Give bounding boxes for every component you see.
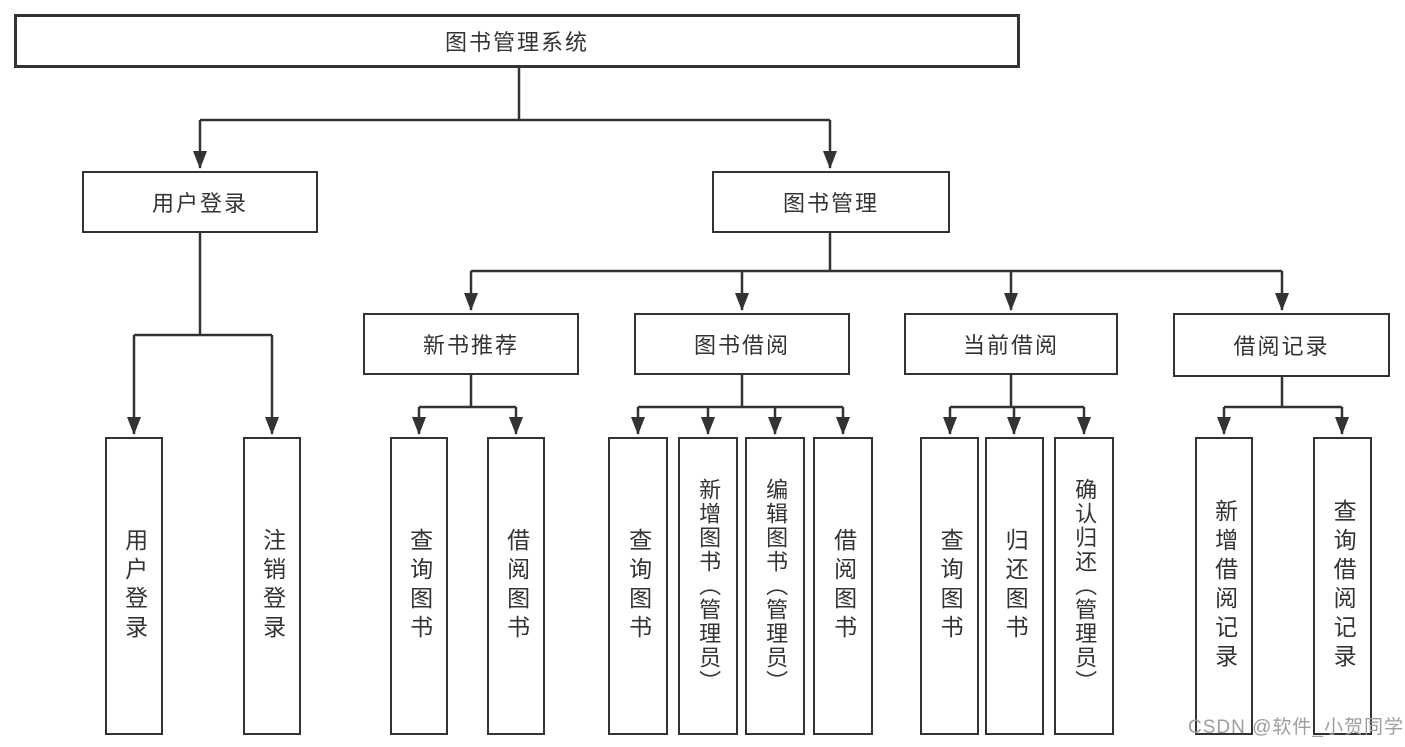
leaf-add-borrow-record: 新增借阅记录 [1195, 437, 1253, 735]
leaf-label: 新增图书（管理员） [696, 478, 722, 694]
node-borrow-records: 借阅记录 [1173, 313, 1390, 377]
leaf-borrow-books-borrowing: 借阅图书 [813, 437, 873, 735]
node-new-book-recommendation: 新书推荐 [363, 313, 579, 375]
leaf-query-borrow-record: 查询借阅记录 [1313, 437, 1372, 735]
leaf-borrow-books-recommend: 借阅图书 [487, 437, 545, 735]
leaf-label: 确认归还（管理员） [1072, 478, 1098, 694]
leaf-label: 归还图书 [1002, 528, 1029, 644]
node-label: 借阅记录 [1233, 334, 1330, 359]
node-label: 用户登录 [151, 191, 248, 216]
node-user-login: 用户登录 [82, 171, 318, 233]
node-label: 图书管理 [782, 191, 879, 216]
leaf-add-book-admin: 新增图书（管理员） [678, 437, 738, 735]
node-label: 图书借阅 [693, 333, 790, 358]
node-label: 图书管理系统 [444, 30, 589, 55]
node-label: 新书推荐 [422, 333, 519, 358]
leaf-label: 编辑图书（管理员） [763, 478, 789, 694]
leaf-label: 查询图书 [406, 528, 433, 644]
leaf-confirm-return-admin: 确认归还（管理员） [1054, 437, 1114, 735]
node-label: 当前借阅 [962, 333, 1059, 358]
leaf-user-login: 用户登录 [105, 437, 163, 735]
leaf-label: 查询图书 [625, 528, 652, 644]
leaf-logout: 注销登录 [243, 437, 301, 735]
node-library-management-system: 图书管理系统 [14, 14, 1020, 68]
leaf-label: 查询图书 [937, 528, 964, 644]
leaf-edit-book-admin: 编辑图书（管理员） [745, 437, 805, 735]
leaf-label: 查询借阅记录 [1330, 499, 1357, 673]
csdn-watermark: CSDN @软件_小贺同学 [1188, 717, 1404, 738]
leaf-label: 用户登录 [121, 528, 148, 644]
leaf-return-book: 归还图书 [985, 437, 1044, 735]
leaf-label: 借阅图书 [830, 528, 857, 644]
leaf-query-books-current: 查询图书 [920, 437, 979, 735]
node-book-borrowing: 图书借阅 [634, 313, 850, 375]
node-book-management: 图书管理 [712, 171, 950, 233]
node-current-borrowing: 当前借阅 [904, 313, 1118, 375]
leaf-label: 新增借阅记录 [1211, 499, 1238, 673]
leaf-query-books-borrowing: 查询图书 [608, 437, 668, 735]
leaf-label: 借阅图书 [503, 528, 530, 644]
leaf-label: 注销登录 [259, 528, 286, 644]
leaf-query-books-recommend: 查询图书 [390, 437, 448, 735]
